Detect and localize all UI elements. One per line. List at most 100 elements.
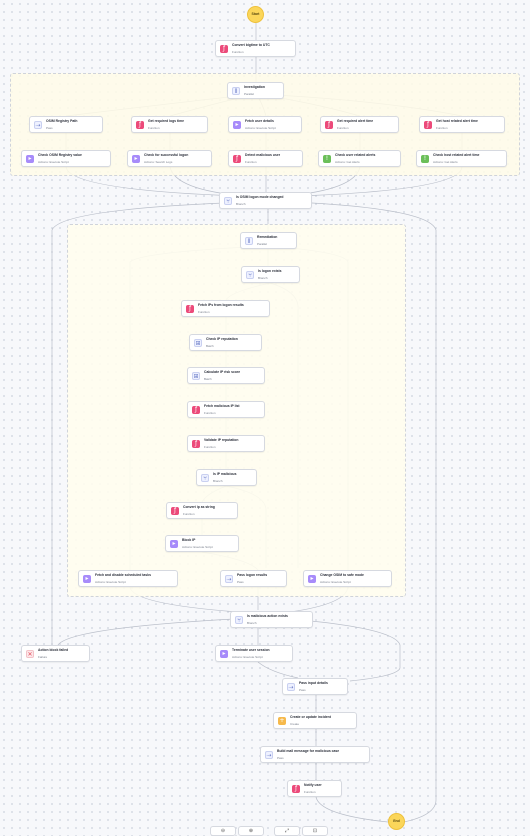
is-ip-malicious-node[interactable]: ⑂ Is IP malicious Branch [196,469,257,486]
pass-logon-results-node[interactable]: ⇢ Pass logon results Pass [220,570,287,587]
function-icon: ƒ [325,121,333,129]
fetch-user-details-node[interactable]: ▸ Fetch user details Actions: Execute Sc… [228,116,302,133]
is-logon-exists-node[interactable]: ⑂ Is logon exists Branch [241,266,300,283]
check-host-related-alert-time-node[interactable]: ! Check host related alert time Actions:… [416,150,507,167]
node-title: Pass input details [299,681,328,685]
node-type: Pass [46,126,53,130]
incident-icon: + [278,717,286,725]
node-type: Pass [299,688,306,692]
node-type: Batch [204,377,212,381]
node-title: Build mail message for malicious case [277,749,340,753]
check-ip-reputation-node[interactable]: ⊞ Check IP reputation Batch [189,334,262,351]
node-type: Function [204,411,216,415]
build-mail-message-node[interactable]: ⇢ Build mail message for malicious case … [260,746,370,763]
node-title: Is OSIM logon mode changed [236,195,284,199]
remediation-node[interactable]: ⫴ Remediation Parallel [240,232,297,249]
zoom-out-button[interactable]: ⊖ [210,826,236,836]
node-type: Function [436,126,448,130]
end-node[interactable]: End [388,813,405,830]
node-type: Function [148,126,160,130]
osim-registry-node[interactable]: ⇢ OSIM Registry Path Pass [29,116,103,133]
node-title: Check host related alert time [433,153,480,157]
check-osim-registry-node[interactable]: ▸ Check OSIM Registry value Actions: Exe… [21,150,111,167]
node-title: Pass logon results [237,573,268,577]
node-type: Branch [213,479,223,483]
node-title: Detect malicious user [245,153,281,157]
node-title: Remediation [257,235,278,239]
get-host-related-alert-time-node[interactable]: ƒ Get host related alert time Function [419,116,505,133]
node-type: Function [198,310,210,314]
node-type: Function [183,512,195,516]
node-title: Calculate IP risk score [204,370,241,374]
execute-script-icon: ▸ [26,155,34,163]
is-malicious-action-exists-node[interactable]: ⑂ Is malicious action exists Branch [230,611,313,628]
node-title: OSIM Registry Path [46,119,78,123]
block-ip-node[interactable]: ▸ Block IP Actions: Execute Script [165,535,239,552]
convert-bigtime-node[interactable]: ƒ Convert bigtime to UTC Function [215,40,296,57]
node-title: Get host related alert time [436,119,478,123]
check-user-related-alerts-node[interactable]: ! Check user related alerts Actions: Get… [318,150,401,167]
convert-ip-string-node[interactable]: ƒ Convert ip as string Function [166,502,238,519]
node-title: Check OSIM Registry value [38,153,82,157]
pass-input-details-node[interactable]: ⇢ Pass input details Pass [282,678,348,695]
branch-icon: ⑂ [224,197,232,205]
fetch-malicious-ip-list-node[interactable]: ƒ Fetch malicious IP list Function [187,401,265,418]
branch-icon: ⑂ [246,271,254,279]
node-type: Function [232,50,244,54]
change-osim-safe-node[interactable]: ▸ Change OSIM to safe mode Actions: Exec… [303,570,392,587]
get-required-alert-time-node[interactable]: ƒ Get required alert time Function [320,116,399,133]
terminate-user-session-node[interactable]: ▸ Terminate user session Actions: Execut… [215,645,293,662]
node-title: Change OSIM to safe mode [320,573,364,577]
fetch-disable-tasks-node[interactable]: ▸ Fetch and disable scheduled tasks Acti… [78,570,178,587]
node-type: Pass [277,756,284,760]
node-title: Fetch and disable scheduled tasks [95,573,151,577]
function-icon: ƒ [136,121,144,129]
node-type: Function [204,445,216,449]
start-node[interactable]: Start [247,6,264,23]
pass-icon: ⇢ [225,575,233,583]
check-successful-logon-node[interactable]: ▸ Check for successful logon Actions: Se… [127,150,212,167]
get-required-logs-time-node[interactable]: ƒ Get required logs time Function [131,116,208,133]
function-icon: ƒ [192,440,200,448]
node-title: Check user related alerts [335,153,376,157]
function-icon: ƒ [233,155,241,163]
node-title: Action block failed [38,648,69,652]
node-type: Create [290,722,300,726]
node-type: Branch [258,276,268,280]
node-title: Is malicious action exists [247,614,288,618]
node-type: Actions: Execute Script [38,160,69,164]
fetch-ips-node[interactable]: ƒ Fetch IPs from logon results Function [181,300,270,317]
execute-script-icon: ▸ [170,540,178,548]
node-title: Check for successful logon [144,153,189,157]
function-icon: ƒ [186,305,194,313]
node-type: Actions: Get Alerts [433,160,458,164]
node-title: Is logon exists [258,269,282,273]
detect-malicious-user-node[interactable]: ƒ Detect malicious user Function [228,150,303,167]
node-title: Is IP malicious [213,472,237,476]
node-type: Function [337,126,349,130]
fit-view-button[interactable]: ⤢ [274,826,300,836]
action-block-failed-node[interactable]: ✕ Action block failed Failure [21,645,90,662]
zoom-in-button[interactable]: ⊕ [238,826,264,836]
calculate-ip-risk-node[interactable]: ⊞ Calculate IP risk score Batch [187,367,265,384]
node-type: Actions: Search Logs [144,160,173,164]
batch-icon: ⊞ [194,339,202,347]
node-type: Actions: Execute Script [182,545,213,549]
validate-ip-reputation-node[interactable]: ƒ Validate IP reputation Function [187,435,265,452]
node-title: Convert bigtime to UTC [232,43,270,47]
node-title: Block IP [182,538,196,542]
node-type: Actions: Execute Script [245,126,276,130]
branch-icon: ⑂ [201,474,209,482]
node-type: Branch [247,621,257,625]
lock-view-button[interactable]: ⊡ [302,826,328,836]
investigation-node[interactable]: ⫴ Investigation Parallel [227,82,284,99]
is-osim-logon-mode-changed-node[interactable]: ⑂ Is OSIM logon mode changed Branch [219,192,312,209]
notify-user-node[interactable]: ƒ Notify user Function [287,780,342,797]
node-type: Parallel [257,242,268,246]
function-icon: ƒ [171,507,179,515]
create-update-incident-node[interactable]: + Create or update incident Create [273,712,357,729]
node-type: Actions: Execute Script [232,655,263,659]
node-title: Get required alert time [337,119,374,123]
node-type: Actions: Execute Script [320,580,351,584]
function-icon: ƒ [192,406,200,414]
